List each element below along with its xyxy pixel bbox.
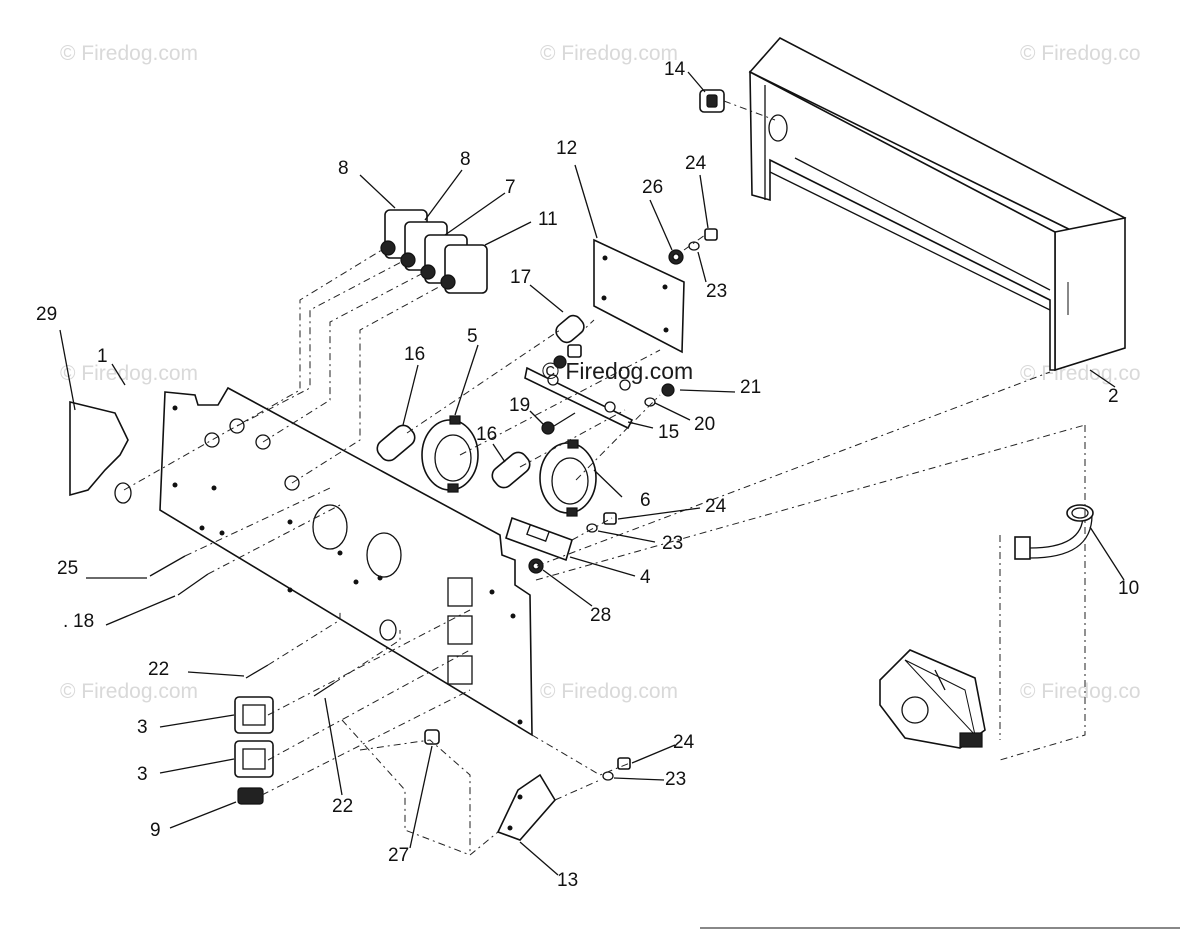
callout-label: 23: [706, 281, 727, 302]
watermark: © Firedog.co: [1020, 362, 1141, 385]
watermark: © Firedog.co: [1020, 680, 1141, 703]
watermark: © Firedog.com: [60, 42, 198, 65]
callout-label: 23: [665, 769, 686, 790]
callout-label: 22: [332, 796, 353, 817]
circuit-breakers: [380, 209, 488, 294]
switch-bracket: [496, 773, 556, 841]
callout-label: 8: [460, 149, 471, 170]
hose-part: [1014, 504, 1094, 560]
callout-label: 5: [467, 326, 478, 347]
connector-part: [505, 512, 617, 574]
mounting-bracket: [524, 344, 675, 435]
watermarks: © Firedog.com © Firedog.com © Firedog.co…: [60, 42, 1141, 703]
fan-shroud: [879, 649, 986, 749]
plate-hardware: [668, 228, 718, 265]
callout-label: 1: [97, 346, 108, 367]
callout-label: .: [63, 611, 68, 632]
callout-label: 17: [510, 267, 531, 288]
assembly-lines: [123, 234, 1086, 856]
callout-label: 25: [57, 558, 78, 579]
callout-label: 13: [557, 870, 578, 891]
watermark: © Firedog.com: [60, 362, 198, 385]
callout-label: 29: [36, 304, 57, 325]
callout-label: 9: [150, 820, 161, 841]
callout-label: 3: [137, 717, 148, 738]
callout-label: 18: [73, 611, 94, 632]
center-watermark: © Firedog.com: [542, 358, 693, 384]
callout-label: 21: [740, 377, 761, 398]
callout-label: 22: [148, 659, 169, 680]
callout-label: 11: [538, 209, 558, 230]
spacers: [376, 424, 531, 489]
watermark: © Firedog.co: [1020, 42, 1141, 65]
callout-label: 24: [685, 153, 707, 174]
callout-label: 7: [505, 177, 516, 198]
callout-label: 8: [338, 158, 349, 179]
spacer-part: [555, 314, 585, 344]
callout-label: 4: [640, 567, 651, 588]
watermark: © Firedog.com: [60, 680, 198, 703]
callout-label: 6: [640, 490, 651, 511]
callout-label: 27: [388, 845, 409, 866]
callout-label: 20: [694, 414, 715, 435]
callout-label: 14: [664, 59, 686, 80]
callout-label: 28: [590, 605, 611, 626]
leader-lines: [59, 71, 1125, 876]
watermark: © Firedog.com: [540, 680, 678, 703]
callout-label: 2: [1108, 386, 1119, 407]
callout-label: 3: [137, 764, 148, 785]
callout-label: 19: [509, 395, 530, 416]
receptacles: [421, 415, 597, 517]
callout-label: 24: [673, 732, 695, 753]
callout-label: 26: [642, 177, 663, 198]
cover-plate: [593, 238, 685, 354]
outlets: [234, 696, 274, 805]
bottom-hardware: [602, 757, 631, 781]
callout-label: 16: [476, 424, 497, 445]
callout-label: 10: [1118, 578, 1139, 599]
callout-label: 12: [556, 138, 577, 159]
housing-box: [748, 37, 1127, 372]
callouts: 14 12 24 26 23 8 8 7 11 17 29 1 16 5 21 …: [36, 59, 1139, 891]
callout-label: 16: [404, 344, 425, 365]
callout-label: 24: [705, 496, 727, 517]
grommet-part: [69, 400, 132, 504]
callout-label: 23: [662, 533, 683, 554]
watermark: © Firedog.com: [540, 42, 678, 65]
callout-label: 15: [658, 422, 679, 443]
bushing-part: [699, 89, 776, 121]
